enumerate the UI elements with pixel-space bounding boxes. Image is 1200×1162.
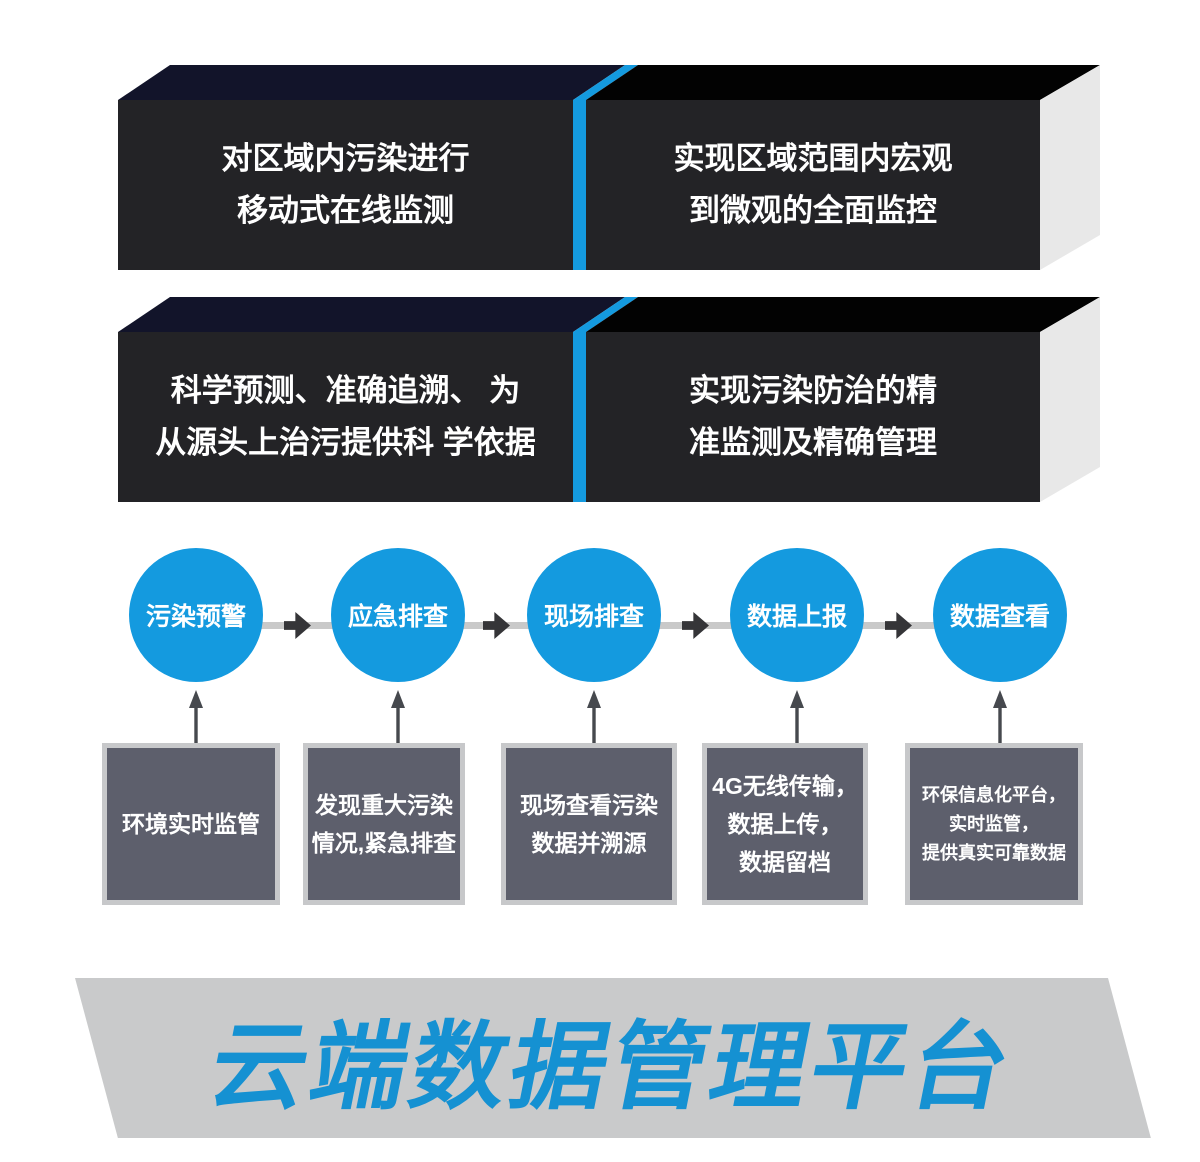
arrow-right-icon — [885, 612, 912, 639]
flow-step-label: 应急排查 — [347, 603, 448, 631]
feature-bar-row-2: 科学预测、准确追溯、 为 从源头上治污提供科 学依据 实现污染防治的精 准监测及… — [118, 297, 1100, 502]
info-box-line: 现场查看污染 — [520, 792, 658, 818]
arrow-right-icon — [483, 612, 510, 639]
info-box-step-2: 发现重大污染 情况,紧急排查 — [303, 743, 465, 905]
bar-3d-chrome — [118, 297, 1100, 502]
arrow-up-icon — [790, 690, 804, 744]
bar-text-line: 实现区域范围内宏观 — [673, 141, 953, 176]
flow-step-circle: 现场排查 — [527, 548, 661, 682]
banner-title: 云端数据管理平台 — [200, 1013, 1022, 1121]
info-box-line: 4G无线传输， — [712, 773, 858, 799]
info-box-line: 提供真实可靠数据 — [922, 842, 1066, 863]
arrow-up-icon — [189, 690, 203, 744]
flow-step-label: 污染预警 — [145, 603, 246, 631]
bar-text-line: 对区域内污染进行 — [221, 141, 470, 176]
flow-step-circle: 污染预警 — [129, 548, 263, 682]
bar-text-line: 实现污染防治的精 — [689, 373, 937, 408]
info-box-line: 环境实时监管 — [122, 811, 260, 837]
info-box-line: 环保信息化平台， — [922, 784, 1066, 805]
info-box-line: 数据并溯源 — [531, 830, 647, 856]
bar-text-line: 到微观的全面监控 — [689, 193, 937, 228]
bar-text-line: 从源头上治污提供科 学依据 — [155, 425, 536, 460]
flow-step-circle: 数据上报 — [730, 548, 864, 682]
info-box-line: 实时监管， — [949, 813, 1039, 834]
flow-step-label: 数据上报 — [746, 603, 847, 631]
info-box-line: 发现重大污染 — [315, 792, 453, 818]
bar1-right-panel: 实现区域范围内宏观 到微观的全面监控 — [586, 100, 1040, 270]
info-box-step-4: 4G无线传输， 数据上传， 数据留档 — [702, 743, 868, 905]
arrow-up-icon — [993, 690, 1007, 744]
arrow-right-icon — [284, 612, 311, 639]
bar-text-line: 科学预测、准确追溯、 为 — [170, 373, 521, 408]
info-box-line: 情况,紧急排查 — [311, 830, 457, 856]
flow-step-circle: 应急排查 — [331, 548, 465, 682]
cloud-platform-banner: 云端数据管理平台 — [75, 978, 1151, 1138]
arrow-up-icon — [391, 690, 405, 744]
flow-step-label: 现场排查 — [543, 603, 644, 631]
info-box-line: 数据留档 — [739, 849, 831, 875]
bar2-right-panel: 实现污染防治的精 准监测及精确管理 — [586, 332, 1040, 502]
bar2-left-panel: 科学预测、准确追溯、 为 从源头上治污提供科 学依据 — [118, 332, 573, 502]
feature-bar-row-1: 对区域内污染进行 移动式在线监测 实现区域范围内宏观 到微观的全面监控 — [118, 65, 1100, 270]
bar-text-line: 移动式在线监测 — [237, 193, 454, 228]
arrow-right-icon — [682, 612, 709, 639]
bar1-left-panel: 对区域内污染进行 移动式在线监测 — [118, 100, 573, 270]
info-box-step-5: 环保信息化平台， 实时监管， 提供真实可靠数据 — [905, 743, 1083, 905]
bar-3d-chrome — [118, 65, 1100, 270]
flow-step-label: 数据查看 — [949, 603, 1050, 631]
info-box-step-1: 环境实时监管 — [102, 743, 280, 905]
bar-text-line: 准监测及精确管理 — [689, 425, 937, 460]
info-box-line: 数据上传， — [727, 811, 843, 837]
arrow-up-icon — [587, 690, 601, 744]
info-box-step-3: 现场查看污染 数据并溯源 — [501, 743, 677, 905]
flow-step-circle: 数据查看 — [933, 548, 1067, 682]
